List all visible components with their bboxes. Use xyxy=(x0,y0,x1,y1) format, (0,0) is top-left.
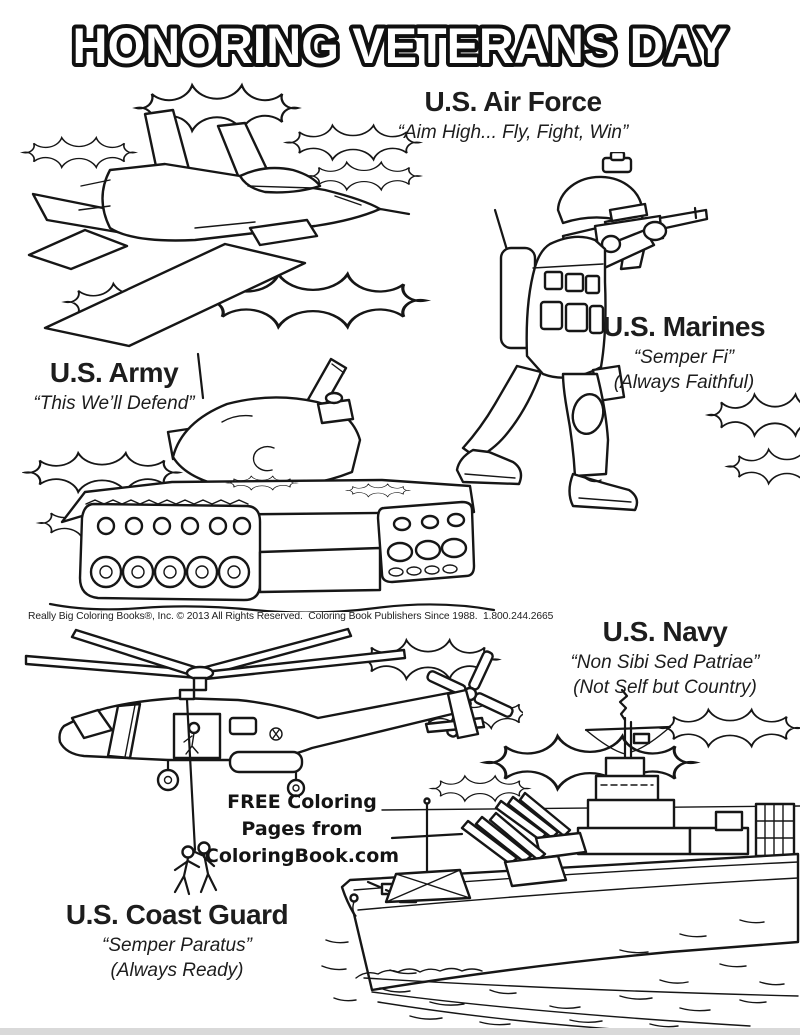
battleship xyxy=(321,688,800,1035)
foremast xyxy=(384,797,472,904)
coast-guard-name: U.S. Coast Guard xyxy=(65,899,289,930)
page-title-text: HONORING VETERANS DAY xyxy=(73,18,728,74)
background-cloud xyxy=(707,393,800,485)
hoist-line-and-swimmers xyxy=(173,688,218,896)
main-rotor xyxy=(24,627,407,692)
fighter-jet-illustration xyxy=(22,84,427,348)
navy-name: U.S. Navy xyxy=(602,616,728,647)
marines-motto-translation: (Always Faithful) xyxy=(613,372,755,393)
branch-navy: U.S. Navy “Non Sibi Sed Patriae” (Not Se… xyxy=(534,616,796,700)
page-bottom-strip xyxy=(0,1028,800,1035)
branch-army: U.S. Army “This We’ll Defend” xyxy=(3,357,225,416)
navy-motto: “Non Sibi Sed Patriae” xyxy=(570,652,760,673)
fighter-jet xyxy=(27,108,411,348)
air-force-motto: “Aim High... Fly, Fight, Win” xyxy=(397,122,629,143)
branch-marines: U.S. Marines “Semper Fi” (Always Faithfu… xyxy=(570,311,798,395)
marine-soldier-illustration xyxy=(455,152,709,512)
front-track xyxy=(78,499,262,602)
promo-text: FREE Coloring Pages from ColoringBook.co… xyxy=(182,789,422,870)
promo-line-2: Pages from xyxy=(241,818,363,840)
coast-guard-motto-translation: (Always Ready) xyxy=(110,960,244,981)
water xyxy=(321,919,799,1035)
army-name: U.S. Army xyxy=(49,357,179,388)
marines-motto: “Semper Fi” xyxy=(633,347,735,368)
ground-line xyxy=(48,602,496,612)
navy-motto-translation: (Not Self but Country) xyxy=(573,677,757,698)
promo-line-1: FREE Coloring xyxy=(227,791,377,813)
army-tank-illustration xyxy=(23,352,496,612)
navy-battleship-illustration xyxy=(321,688,800,1035)
branch-air-force: U.S. Air Force “Aim High... Fly, Fight, … xyxy=(333,86,693,145)
vest-pouches xyxy=(532,263,605,335)
page-title: HONORING VETERANS DAY xyxy=(69,14,732,78)
promo-line-3: ColoringBook.com xyxy=(204,845,400,867)
marines-name: U.S. Marines xyxy=(602,311,766,342)
copyright-line: Really Big Coloring Books®, Inc. © 2013 … xyxy=(28,611,554,622)
rescue-helicopter xyxy=(24,627,514,896)
coast-guard-helicopter-illustration xyxy=(24,627,523,896)
soldier-aiming-rifle xyxy=(455,152,709,512)
coast-guard-motto: “Semper Paratus” xyxy=(102,935,252,956)
battle-tank xyxy=(60,352,476,602)
branch-coast-guard: U.S. Coast Guard “Semper Paratus” (Alway… xyxy=(36,899,318,983)
gun-turrets xyxy=(460,791,588,888)
air-force-name: U.S. Air Force xyxy=(424,86,602,117)
army-motto: “This We’ll Defend” xyxy=(33,393,195,414)
right-track xyxy=(376,500,476,584)
